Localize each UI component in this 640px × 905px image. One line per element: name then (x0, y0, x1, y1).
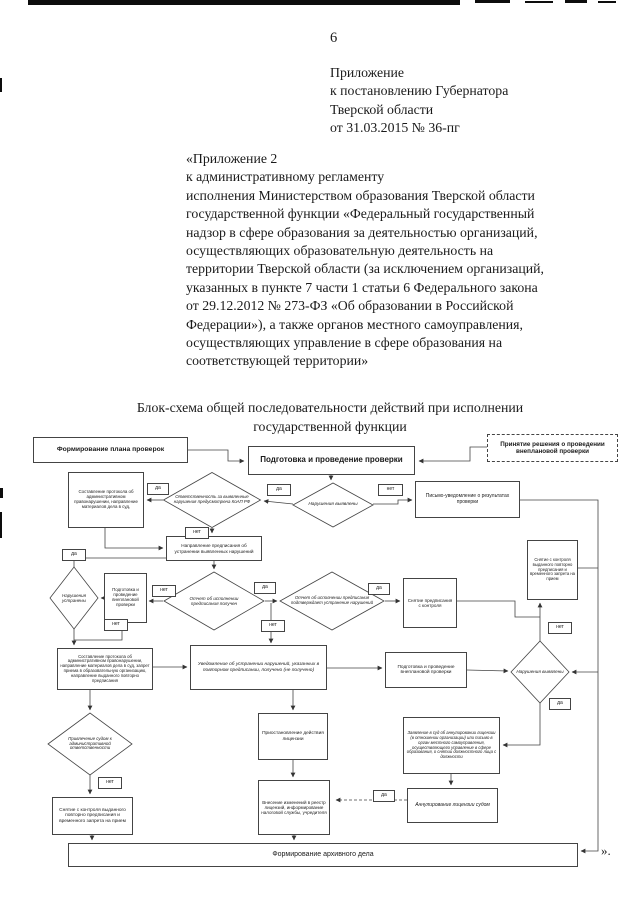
label-no: нет (152, 585, 176, 597)
intro-line: Федерации»), а также органов местного са… (186, 316, 523, 332)
intro-line: территории Тверской области (за исключен… (186, 261, 544, 277)
label-yes: да (267, 484, 291, 496)
scan-artifact (0, 78, 2, 92)
node-registry-update: Внесение изменений в реестр лицензий, ин… (258, 780, 330, 835)
node-unscheduled-inspection-3: Подготовка и проведение внеплановой пров… (385, 652, 467, 688)
node-unscheduled-decision: Принятие решения о проведении внепланово… (487, 434, 618, 462)
node-notice: Уведомление об устранении нарушений, ука… (190, 645, 327, 690)
intro-line: государственной функции «Федеральный гос… (186, 206, 535, 222)
flowchart-title-line: государственной функции (253, 418, 407, 434)
page-number: 6 (330, 30, 338, 46)
node-plan-formation: Формирование плана проверок (33, 437, 188, 463)
label-no: нет (261, 620, 285, 632)
flowchart-title-line: Блок-схема общей последовательности дейс… (136, 400, 524, 415)
node-license-annulment: Аннулирование лицензии судом (407, 788, 498, 823)
diamond-label-report-received: Отчет об исполнении предписания получен (189, 595, 239, 606)
diamond-label-violations-fixed: Нарушения устранены (62, 592, 86, 603)
label-yes: да (373, 790, 395, 802)
intro-line: указанных в пункте 7 части 1 статьи 6 Фе… (186, 279, 538, 295)
node-inspection: Подготовка и проведение проверки (248, 446, 415, 475)
intro-line: «Приложение 2 (186, 151, 278, 166)
label-no: нет (548, 622, 572, 634)
label-yes: да (549, 698, 571, 710)
appendix-header-line: к постановлению Губернатора (330, 83, 509, 99)
diamond-label-court-liability: Привлечение судом к административной отв… (68, 735, 112, 751)
diamond-label-koap: Ответственность за выявленные нарушения … (173, 494, 251, 504)
appendix-header-line: Приложение (330, 65, 405, 80)
label-yes: да (368, 583, 390, 595)
label-yes: да (254, 582, 276, 594)
scan-artifact (28, 0, 460, 5)
label-yes: да (147, 483, 169, 495)
node-prescription: Направление предписания об устранении вы… (166, 536, 262, 561)
intro-line: исполнения Министерством образования Тве… (186, 187, 535, 203)
node-repeat-control-removal: Снятие с контроля выданного повторно пре… (527, 540, 578, 600)
scan-artifact (0, 488, 3, 498)
scan-artifact (598, 1, 616, 3)
scan-artifact (0, 512, 2, 538)
node-protocol-1: Составление протокола об административно… (68, 472, 144, 528)
appendix-header: Приложение к постановлению Губернатора Т… (330, 64, 508, 138)
intro-line: соответствующей территории» (186, 353, 369, 369)
intro-line: осуществляющих образовательную деятельно… (186, 243, 494, 259)
label-no: нет (104, 619, 128, 631)
label-no: нет (185, 527, 209, 539)
scan-artifact (565, 0, 587, 3)
label-no: нет (98, 777, 122, 789)
intro-line: к административному регламенту (186, 169, 385, 185)
intro-line: надзор в сфере образования за деятельнос… (186, 224, 538, 240)
diamond-label-violations-found: Нарушения выявлены (308, 502, 358, 508)
appendix-header-line: от 31.03.2015 № 36-пг (330, 120, 460, 136)
node-result-letter: Письмо-уведомление о результатах проверк… (415, 481, 520, 518)
label-no: нет (378, 484, 403, 496)
intro-line: осуществляющих управление в сфере образо… (186, 335, 503, 351)
node-protocol-2: Составление протокола об административно… (57, 648, 153, 690)
node-unscheduled-inspection-2: Подготовка и проведение внеплановой пров… (104, 573, 147, 623)
node-control-removal-2: Снятие с контроля выданного повторно пре… (52, 797, 133, 835)
label-yes: да (62, 549, 86, 561)
intro-line: от 29.12.2012 № 273-ФЗ «Об образовании в… (186, 298, 514, 314)
node-prescription-removal: Снятие предписания с контроля (403, 578, 457, 628)
scan-artifact (475, 0, 510, 3)
appendix-header-line: Тверской области (330, 101, 434, 117)
intro-paragraph: «Приложение 2 к административному реглам… (186, 150, 638, 371)
node-court-claim: Заявление в суд об аннулировании лицензи… (403, 717, 500, 774)
diamond-label-report-confirms: Отчет об исполнении предписания подтверж… (290, 595, 374, 605)
node-archive: Формирование архивного дела (68, 843, 578, 867)
node-license-suspend: Приостановление действия лицензии (258, 713, 328, 760)
diamond-label-violations-found2: Нарушения выявлены (516, 669, 564, 675)
flowchart-title: Блок-схема общей последовательности дейс… (45, 399, 615, 436)
closing-quote: ». (601, 843, 611, 858)
scan-artifact (525, 1, 553, 3)
